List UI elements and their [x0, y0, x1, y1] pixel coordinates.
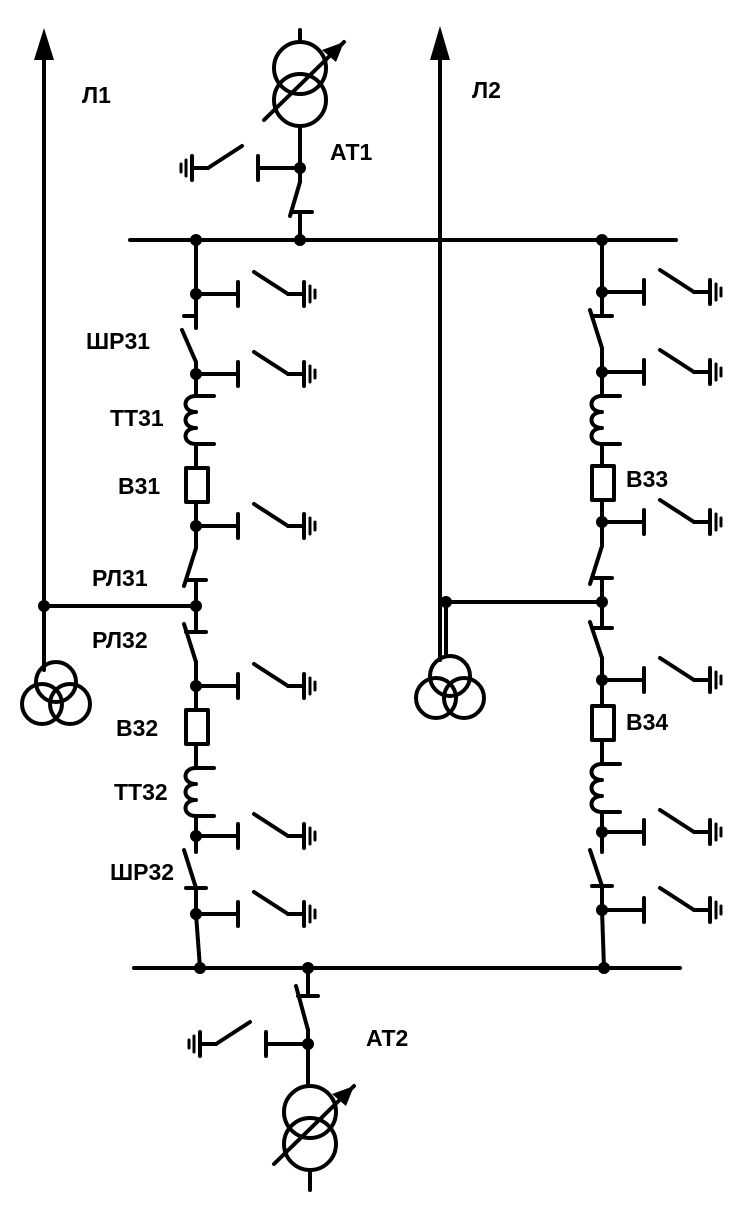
tt32-label: ТТ32 [114, 779, 168, 805]
earthing-switch-icon [194, 662, 317, 700]
autotransformer-at2 [189, 962, 356, 1192]
earthing-switch-icon [600, 348, 723, 386]
line-l1 [34, 28, 54, 672]
v31-label: В31 [118, 473, 160, 499]
current-transformer-icon [589, 394, 622, 446]
right-bay [414, 234, 723, 974]
earthing-switch-icon [600, 808, 723, 846]
rl31-label: РЛ31 [92, 565, 148, 591]
earthing-switch-icon [600, 656, 723, 694]
left-bay [20, 234, 317, 974]
disconnector-icon [180, 314, 198, 378]
earthing-switch-icon [194, 812, 317, 850]
circuit-breaker-icon [590, 704, 616, 742]
current-transformer-icon [183, 766, 216, 818]
earthing-switch-icon [194, 890, 317, 928]
tt31-label: ТТ31 [110, 405, 164, 431]
at2-label: АТ2 [366, 1025, 408, 1051]
voltage-transformer-icon [20, 660, 92, 726]
shr31-label: ШР31 [86, 328, 150, 354]
rl32-label: РЛ32 [92, 627, 148, 653]
circuit-breaker-icon [184, 466, 210, 504]
v33-label: В33 [626, 466, 668, 492]
earthing-switch-icon [181, 146, 300, 180]
at1-label: АТ1 [330, 139, 373, 165]
earthing-switch-icon [189, 1022, 308, 1056]
earthing-switch-icon [194, 270, 317, 308]
line-l2-label: Л2 [472, 77, 501, 103]
voltage-transformer-icon [414, 654, 486, 720]
earthing-switch-icon [600, 886, 723, 924]
line-l1-label: Л1 [82, 82, 111, 108]
earthing-switch-icon [194, 502, 317, 540]
earthing-switch-icon [600, 268, 723, 306]
autotransformer-icon [262, 40, 346, 128]
circuit-breaker-icon [590, 464, 616, 502]
v34-label: В34 [626, 709, 668, 735]
v32-label: В32 [116, 715, 158, 741]
arrow-up-icon [430, 26, 450, 60]
circuit-breaker-icon [184, 708, 210, 746]
autotransformer-icon [272, 1084, 356, 1172]
current-transformer-icon [183, 394, 216, 446]
shr32-label: ШР32 [110, 859, 174, 885]
autotransformer-at1 [181, 28, 346, 246]
earthing-switch-icon [194, 350, 317, 388]
arrow-up-icon [34, 28, 54, 60]
line-l2 [430, 26, 450, 662]
current-transformer-icon [589, 762, 622, 814]
earthing-switch-icon [600, 498, 723, 536]
